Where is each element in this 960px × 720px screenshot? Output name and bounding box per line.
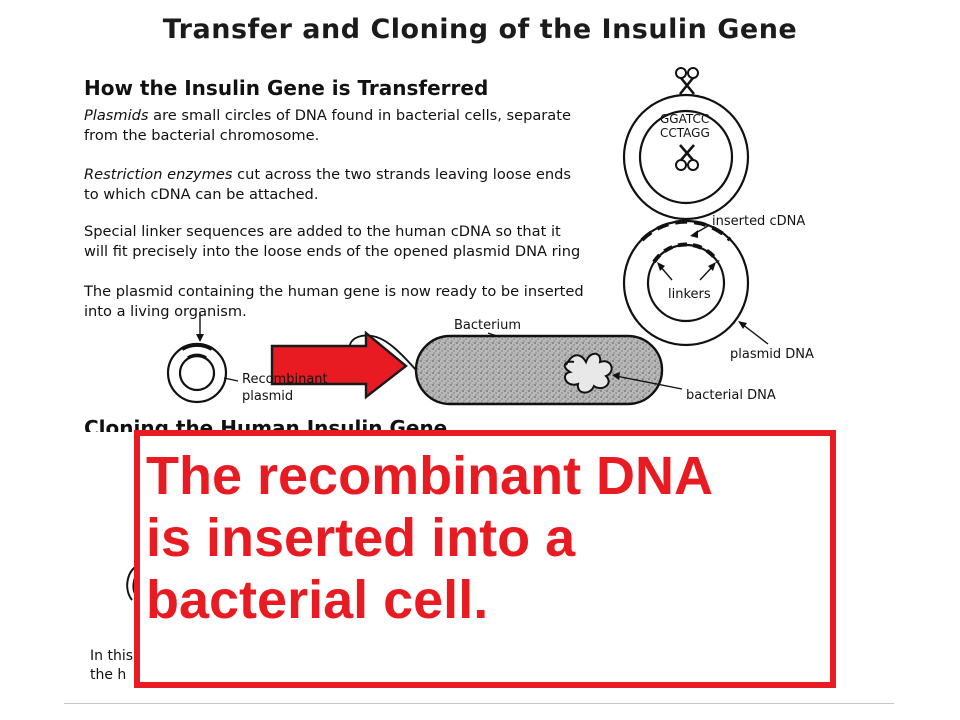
callout-line2: is inserted into a: [146, 508, 576, 568]
footer-divider: [64, 703, 894, 704]
pointer-plasmid-dna: [738, 321, 769, 345]
scissors-icon-inner: [675, 144, 699, 171]
small-plasmid: [166, 313, 228, 404]
section-heading-cloning: Cloning the Human Insulin Gene: [84, 416, 448, 432]
linker-arrows: [657, 262, 716, 281]
paragraph-ready: The plasmid containing the human gene is…: [84, 282, 624, 322]
plasmid-ring-top: [622, 93, 750, 221]
label-inserted-cdna: inserted cDNA: [712, 214, 806, 229]
paragraph-plasmids: Plasmids are small circles of DNA found …: [84, 106, 624, 146]
paragraph-linkers-line1: Special linker sequences are added to th…: [84, 223, 561, 240]
sequence-top: GGATCC: [660, 112, 710, 126]
paragraph-plasmids-line2: from the bacterial chromosome.: [84, 127, 320, 144]
paragraph-ready-line2: into a living organism.: [84, 303, 247, 320]
cut-text-line1: In this: [90, 648, 133, 664]
label-bacterial-dna: bacterial DNA: [686, 388, 776, 403]
paragraph-linkers-line2: will fit precisely into the loose ends o…: [84, 243, 581, 260]
callout-line1: The recombinant DNA: [146, 446, 714, 506]
section-heading-transfer: How the Insulin Gene is Transferred: [84, 76, 489, 100]
bacterial-dna-coil: [563, 352, 613, 394]
scissors-icon-top: [675, 67, 699, 95]
pointer-bacterial-dna: [612, 372, 683, 390]
paragraph-restriction-line2: to which cDNA can be attached.: [84, 186, 319, 203]
recombinant-plasmid-pointer: [223, 377, 239, 382]
plasmid-ring-middle: [622, 219, 750, 347]
term-plasmids: Plasmids: [84, 107, 149, 124]
callout-line3: bacterial cell.: [146, 570, 489, 630]
page-title: Transfer and Cloning of the Insulin Gene: [162, 14, 798, 45]
term-restriction-enzymes: Restriction enzymes: [84, 166, 233, 183]
paragraph-restriction-line1: cut across the two strands leaving loose…: [232, 166, 572, 183]
pointer-bacterium: [487, 332, 501, 338]
pointer-inserted-cdna: [690, 225, 709, 238]
paragraph-linkers: Special linker sequences are added to th…: [84, 222, 624, 262]
callout-box: [134, 430, 836, 688]
callout-text: The recombinant DNA is inserted into a b…: [146, 445, 826, 631]
paragraph-ready-line1: The plasmid containing the human gene is…: [84, 283, 584, 300]
label-recombinant-line2: plasmid: [242, 389, 294, 404]
paragraph-plasmids-line1: are small circles of DNA found in bacter…: [148, 107, 571, 124]
paragraph-restriction: Restriction enzymes cut across the two s…: [84, 165, 624, 205]
red-arrow: [270, 330, 408, 400]
label-linkers: linkers: [668, 287, 711, 302]
label-recombinant-line1: Recombinant: [242, 372, 328, 387]
label-plasmid-dna: plasmid DNA: [730, 347, 814, 362]
sequence-bottom: CCTAGG: [660, 126, 710, 140]
cut-text-line2: the h: [90, 667, 127, 683]
label-bacterium: Bacterium: [454, 318, 521, 333]
